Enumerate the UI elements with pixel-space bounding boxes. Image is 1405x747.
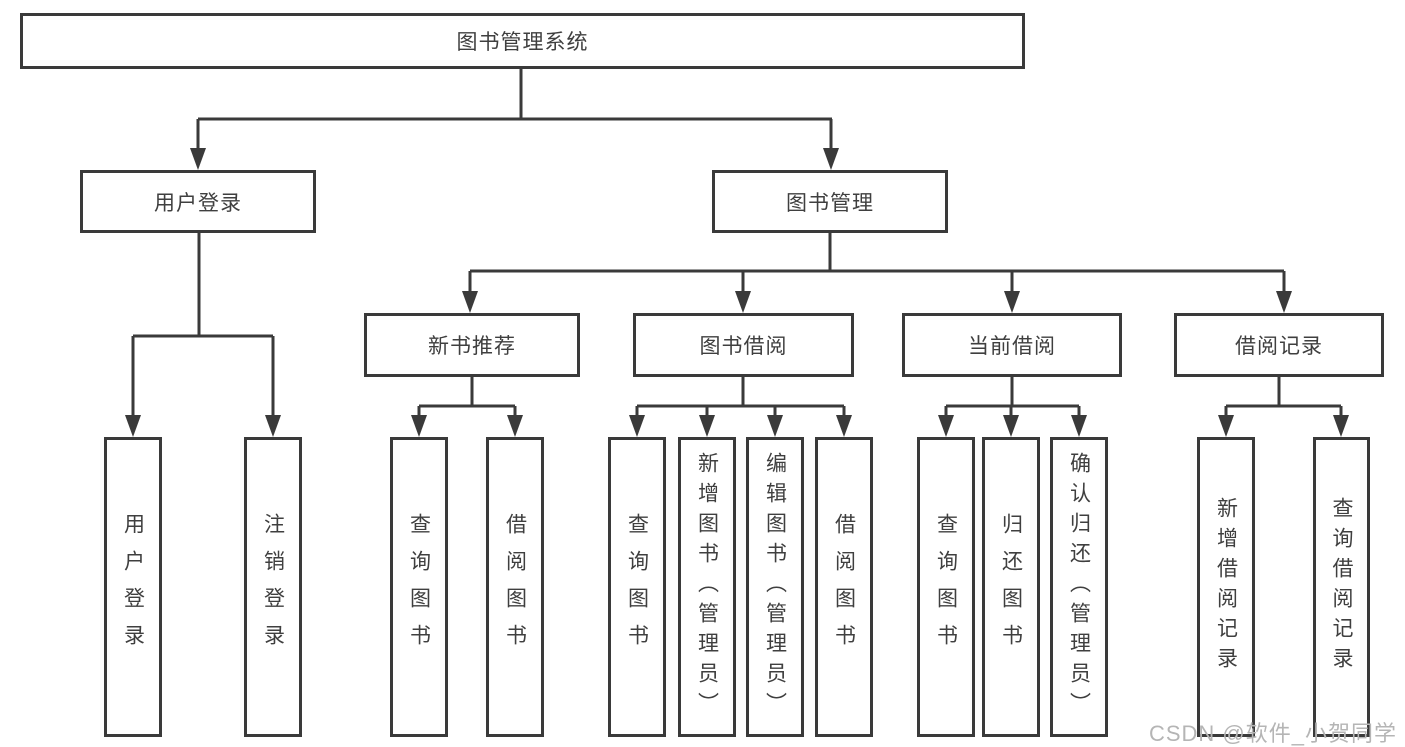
leaf-label: 编辑图书（管理员） (763, 452, 787, 722)
leaf-label: 查询图书 (625, 513, 649, 661)
arrowhead-down (699, 415, 715, 437)
arrowhead-down (190, 148, 206, 170)
node-book-borrowing: 图书借阅 (633, 313, 854, 377)
leaf-query-books-borrowing: 查询图书 (608, 437, 666, 737)
node-root: 图书管理系统 (20, 13, 1025, 69)
arrowhead-down (125, 415, 141, 437)
leaf-edit-books-admin: 编辑图书（管理员） (746, 437, 804, 737)
node-user-login: 用户登录 (80, 170, 316, 233)
leaf-label: 注销登录 (261, 513, 285, 661)
leaf-label: 新增借阅记录 (1214, 497, 1238, 677)
leaf-label: 查询借阅记录 (1330, 497, 1353, 677)
arrowhead-down (1071, 415, 1087, 437)
leaf-label: 查询图书 (407, 513, 431, 661)
arrowhead-down (629, 415, 645, 437)
leaf-query-borrow-record: 查询借阅记录 (1313, 437, 1370, 737)
arrowhead-down (265, 415, 281, 437)
leaf-label: 归还图书 (999, 513, 1023, 661)
arrowhead-down (462, 291, 478, 313)
leaf-label: 查询图书 (934, 513, 958, 661)
leaf-label: 用户登录 (121, 513, 145, 661)
node-current-borrowing: 当前借阅 (902, 313, 1122, 377)
arrowhead-down (938, 415, 954, 437)
leaf-label: 借阅图书 (503, 513, 527, 661)
node-borrowing-records: 借阅记录 (1174, 313, 1384, 377)
leaf-user-login: 用户登录 (104, 437, 162, 737)
leaf-label: 新增图书（管理员） (695, 452, 719, 722)
arrowhead-down (1333, 415, 1349, 437)
arrowhead-down (836, 415, 852, 437)
leaf-confirm-return-admin: 确认归还（管理员） (1050, 437, 1108, 737)
leaf-add-books-admin: 新增图书（管理员） (678, 437, 736, 737)
leaf-label: 确认归还（管理员） (1067, 452, 1091, 722)
csdn-watermark: CSDN @软件_小贺同学 (1148, 721, 1397, 746)
arrowhead-down (823, 148, 839, 170)
leaf-return-books: 归还图书 (982, 437, 1040, 737)
arrowhead-down (411, 415, 427, 437)
leaf-label: 借阅图书 (832, 513, 856, 661)
arrowhead-down (1276, 291, 1292, 313)
node-book-management: 图书管理 (712, 170, 948, 233)
leaf-borrow-books-recommend: 借阅图书 (486, 437, 544, 737)
leaf-add-borrow-record: 新增借阅记录 (1197, 437, 1255, 737)
node-new-book-recommend: 新书推荐 (364, 313, 580, 377)
leaf-logout: 注销登录 (244, 437, 302, 737)
arrowhead-down (507, 415, 523, 437)
leaf-query-books-current: 查询图书 (917, 437, 975, 737)
leaf-query-books-recommend: 查询图书 (390, 437, 448, 737)
arrowhead-down (1218, 415, 1234, 437)
arrowhead-down (1004, 291, 1020, 313)
arrowhead-down (1003, 415, 1019, 437)
arrowhead-down (767, 415, 783, 437)
leaf-borrow-books: 借阅图书 (815, 437, 873, 737)
arrowhead-down (735, 291, 751, 313)
